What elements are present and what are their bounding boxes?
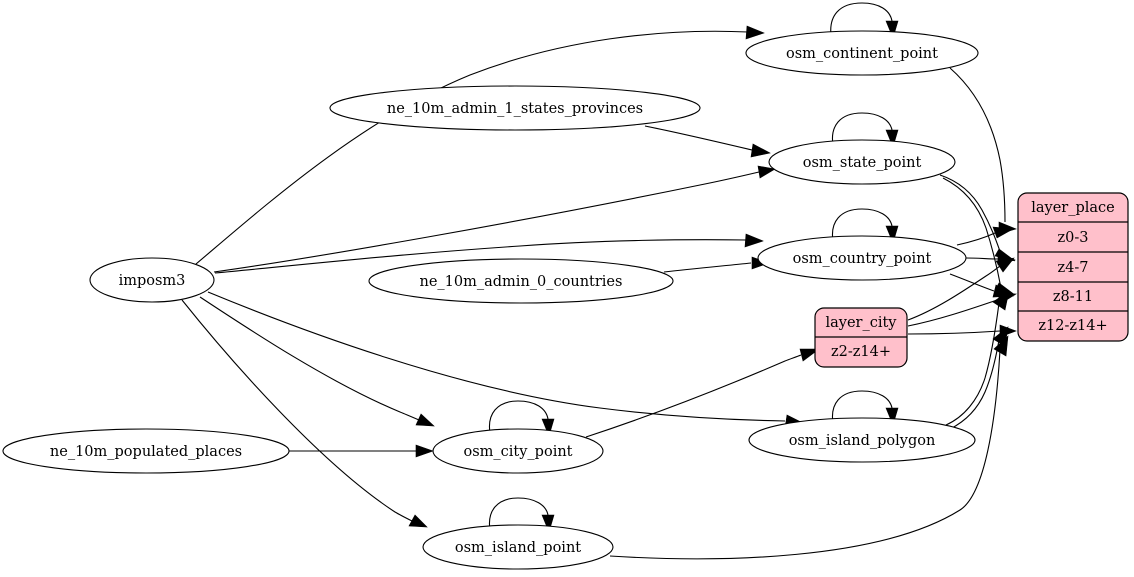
node-osm-island-polygon[interactable]: osm_island_polygon	[748, 417, 976, 463]
layer-place-port-z8-11-label: z8-11	[1053, 289, 1093, 305]
edge-ne-admin1-to-osm-state-point	[644, 125, 771, 158]
edge-ne-admin0-to-osm-country-point	[663, 256, 770, 273]
layer-city-port-z2-z14-label: z2-z14+	[831, 344, 891, 360]
record-node-layer-city[interactable]: layer_city z2-z14+	[814, 307, 908, 368]
node-imposm3-label: imposm3	[119, 273, 186, 289]
edge-imposm3-to-osm-island-polygon	[207, 291, 804, 429]
edge-osm-country-point-to-layer-place-z0-3	[956, 226, 1014, 246]
edge-imposm3-to-osm-continent-point	[195, 25, 765, 265]
edge-layer-city-to-layer-place-z8-11	[907, 292, 1017, 327]
node-layer: imposm3 ne_10m_admin_1_states_provinces …	[2, 30, 979, 570]
edge-imposm3-to-osm-city-point	[199, 296, 435, 427]
node-ne-10m-admin-0-countries[interactable]: ne_10m_admin_0_countries	[368, 258, 674, 304]
edge-osm-island-point-to-layer-place-z12-z14	[609, 335, 1009, 560]
node-ne-10m-admin-0-countries-label: ne_10m_admin_0_countries	[420, 274, 623, 290]
node-osm-island-polygon-label: osm_island_polygon	[789, 433, 936, 449]
node-imposm3[interactable]: imposm3	[89, 257, 215, 303]
node-osm-island-point-label: osm_island_point	[455, 540, 581, 556]
edge-imposm3-to-osm-island-point	[181, 299, 428, 528]
edge-imposm3-to-osm-state-point	[213, 165, 776, 273]
layer-place-port-z4-7-label: z4-7	[1058, 260, 1089, 276]
node-ne-10m-populated-places-label: ne_10m_populated_places	[50, 444, 242, 460]
edge-osm-city-point-to-layer-city-z2-z14	[585, 348, 820, 438]
edge-layer-city-to-layer-place-z4-7	[907, 257, 1015, 321]
node-osm-continent-point[interactable]: osm_continent_point	[745, 30, 979, 76]
record-node-layer-place[interactable]: layer_place z0-3 z4-7 z8-11 z12-z14+	[1017, 192, 1129, 342]
layer-place-port-z0-3-label: z0-3	[1058, 230, 1089, 246]
node-osm-country-point[interactable]: osm_country_point	[757, 235, 967, 281]
edge-imposm3-to-osm-country-point	[214, 233, 764, 274]
node-ne-10m-admin-1-states-provinces[interactable]: ne_10m_admin_1_states_provinces	[329, 85, 701, 131]
edge-osm-island-polygon-self-loop	[831, 390, 899, 426]
edge-osm-island-polygon-to-layer-place-z12-z14	[949, 326, 1009, 430]
edge-layer-city-to-layer-place-z12-z14	[907, 324, 1017, 338]
edge-osm-state-point-self-loop	[831, 112, 899, 148]
node-ne-10m-admin-1-states-provinces-label: ne_10m_admin_1_states_provinces	[387, 101, 643, 117]
layer-place-port-z12-z14-label: z12-z14+	[1038, 318, 1107, 334]
node-ne-10m-populated-places[interactable]: ne_10m_populated_places	[2, 428, 290, 474]
edge-osm-city-point-self-loop	[488, 400, 555, 437]
edge-ne-populated-to-osm-city-point	[289, 444, 434, 458]
node-osm-city-point[interactable]: osm_city_point	[432, 428, 604, 474]
layer-city-header-label: layer_city	[825, 315, 897, 331]
edge-layer	[181, 2, 1017, 560]
edge-osm-continent-point-to-layer-place-z0-3	[949, 67, 1017, 235]
node-osm-state-point-label: osm_state_point	[803, 155, 922, 171]
node-osm-continent-point-label: osm_continent_point	[786, 46, 938, 62]
layer-place-header-label: layer_place	[1031, 200, 1115, 216]
node-osm-city-point-label: osm_city_point	[463, 444, 572, 460]
node-osm-state-point[interactable]: osm_state_point	[768, 139, 956, 185]
edge-osm-continent-point-self-loop	[830, 2, 899, 39]
edge-osm-island-point-self-loop	[488, 497, 555, 533]
edge-osm-country-point-self-loop	[831, 208, 899, 244]
node-osm-island-point[interactable]: osm_island_point	[422, 524, 614, 570]
node-osm-country-point-label: osm_country_point	[793, 251, 932, 267]
